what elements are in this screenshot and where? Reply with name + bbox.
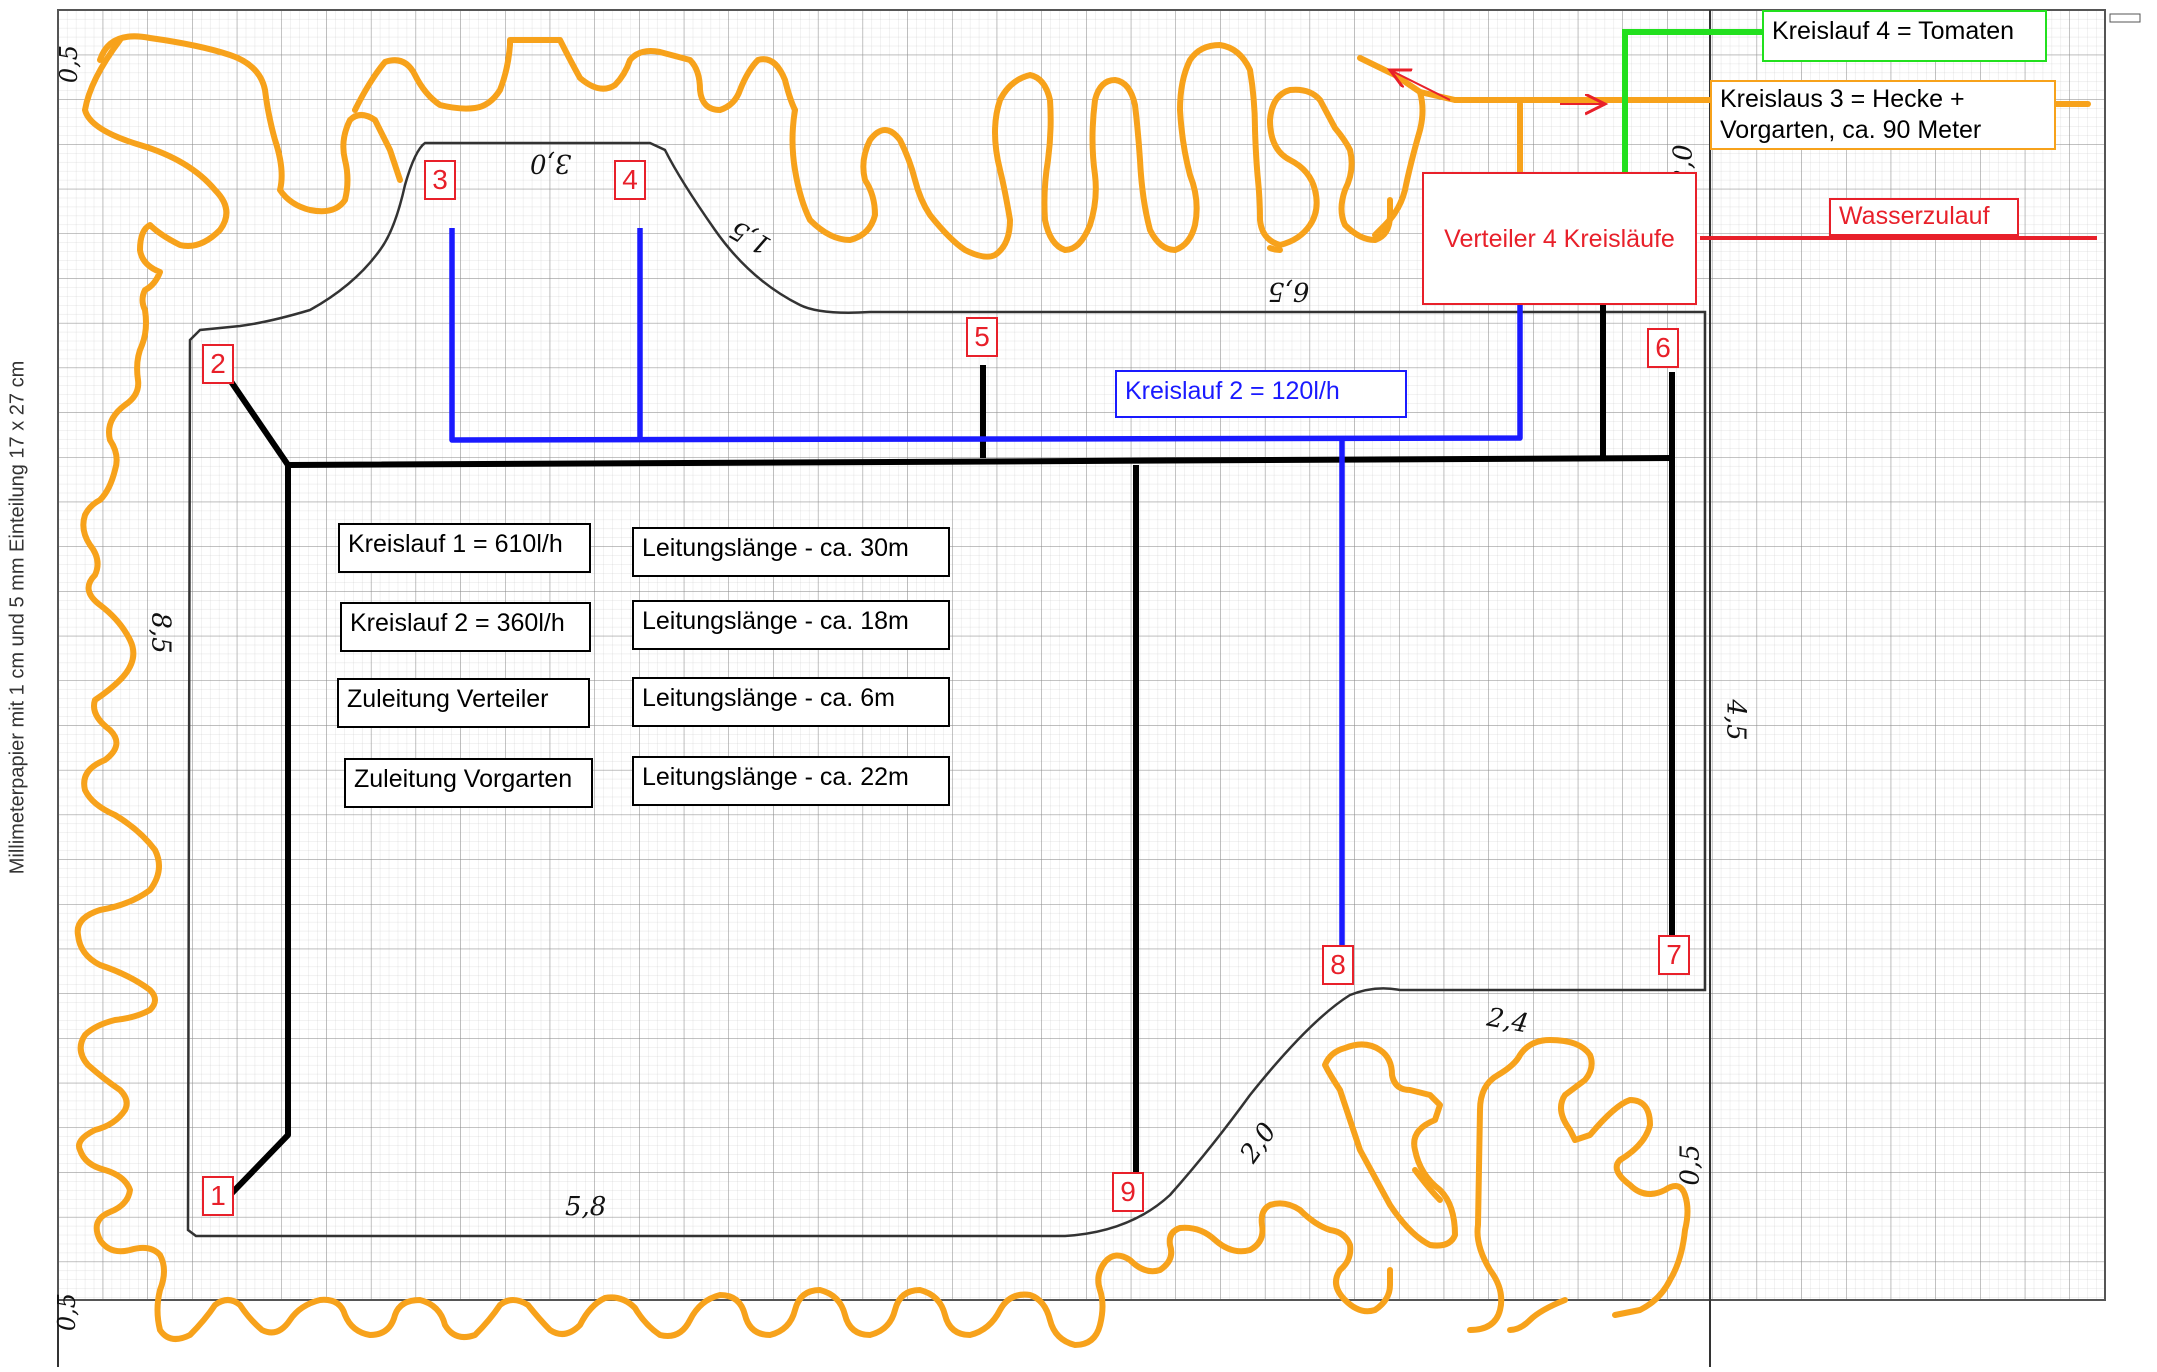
edge-mark: 0,5 [53, 1292, 82, 1332]
graph-paper [57, 9, 2141, 1367]
property-outline [186, 141, 1707, 1238]
label-kreislauf-2-flow: Kreislauf 2 = 120l/h [1115, 370, 1407, 418]
dimension-label: 3,0 [530, 148, 572, 178]
legend-circuit-1: Kreislauf 1 = 610l/h [338, 523, 591, 573]
label-kreislauf-3-line1: Kreislaus 3 = Hecke + [1720, 85, 1965, 113]
legend-circuit-2: Kreislauf 2 = 360l/h [340, 602, 591, 652]
dimension-label: 4,5 [1720, 699, 1751, 741]
flow-arrow-left [1390, 70, 1451, 101]
legend-length-3: Leitungslänge - ca. 6m [632, 677, 950, 727]
label-kreislauf-3: Kreislaus 3 = Hecke + Vorgarten, ca. 90 … [1710, 80, 2056, 150]
legend-circuit-4: Zuleitung Vorgarten [344, 758, 593, 808]
point-marker-1: 1 [202, 1176, 234, 1216]
legend-length-2: Leitungslänge - ca. 18m [632, 600, 950, 650]
circuit-4-line [1622, 29, 1762, 190]
legend-length-1: Leitungslänge - ca. 30m [632, 527, 950, 577]
label-kreislauf-4: Kreislauf 4 = Tomaten [1762, 10, 2047, 62]
edge-mark: 0,5 [55, 44, 84, 84]
point-marker-9: 9 [1112, 1172, 1144, 1212]
point-marker-8: 8 [1322, 945, 1354, 985]
label-kreislauf-3-line2: Vorgarten, ca. 90 Meter [1720, 116, 1982, 145]
legend-circuit-3: Zuleitung Verteiler [337, 678, 590, 728]
point-marker-4: 4 [614, 160, 646, 200]
circuit-2-pipes [449, 228, 1523, 945]
point-marker-3: 3 [424, 160, 456, 200]
legend-length-4: Leitungslänge - ca. 22m [632, 756, 950, 806]
distributor-box: Verteiler 4 Kreisläufe [1422, 172, 1697, 305]
dimension-label: 8,5 [145, 612, 176, 654]
label-wasserzulauf: Wasserzulauf [1829, 198, 2019, 236]
distributor-label: Verteiler 4 Kreisläufe [1444, 224, 1675, 253]
point-marker-5: 5 [966, 317, 998, 357]
point-marker-7: 7 [1658, 935, 1690, 975]
point-marker-2: 2 [202, 344, 234, 384]
dimension-label: 6,5 [1268, 276, 1310, 306]
point-marker-6: 6 [1647, 328, 1679, 368]
dimension-label: 0,5 [1675, 1144, 1706, 1186]
paper-caption: Millimeterpapier mit 1 cm und 5 mm Einte… [6, 360, 29, 875]
dimension-label: 5,8 [565, 1192, 607, 1222]
hedge-outline [74, 33, 2091, 1348]
circuit-1-pipes [227, 290, 1675, 1198]
